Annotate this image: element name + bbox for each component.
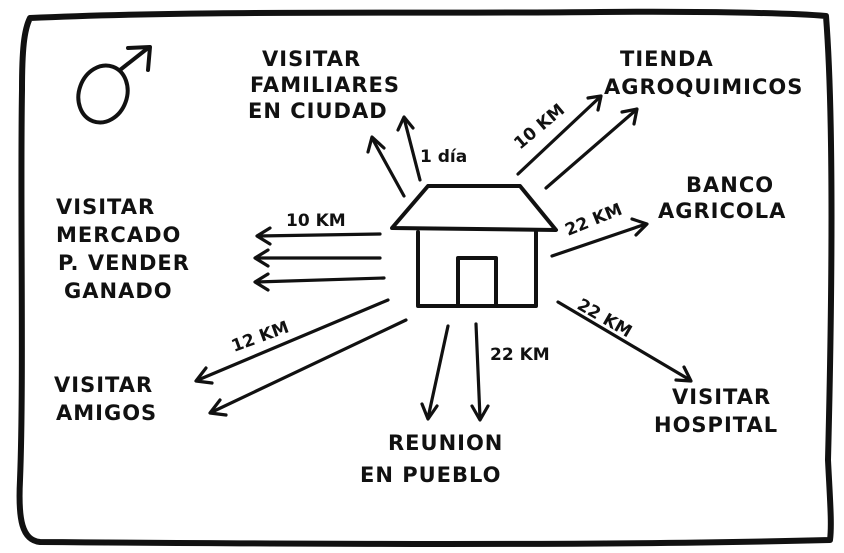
svg-text:FAMILIARES: FAMILIARES: [250, 73, 400, 97]
arrow-agroquimicos: [516, 94, 639, 190]
svg-text:GANADO: GANADO: [64, 279, 173, 303]
distance-amigos: 12 KM: [229, 317, 292, 356]
svg-text:TIENDA: TIENDA: [620, 47, 714, 71]
arrow-banco: [550, 217, 649, 258]
label-reunion: REUNION EN PUEBLO: [360, 431, 503, 487]
male-symbol-icon: [76, 45, 152, 125]
distance-familiares: 1 día: [420, 147, 467, 167]
label-hospital: VISITAR HOSPITAL: [654, 385, 778, 437]
label-amigos: VISITAR AMIGOS: [54, 373, 157, 425]
label-mercado: VISITAR MERCADO P. VENDER GANADO: [56, 195, 190, 303]
svg-text:VISITAR: VISITAR: [54, 373, 153, 397]
arrow-hospital: [556, 300, 693, 383]
svg-text:HOSPITAL: HOSPITAL: [654, 413, 778, 437]
svg-text:AGRICOLA: AGRICOLA: [658, 199, 786, 223]
arrow-reunion: [420, 322, 490, 422]
frame: [16, 8, 835, 547]
svg-text:P. VENDER: P. VENDER: [58, 251, 190, 275]
label-familiares: VISITAR FAMILIARES EN CIUDAD: [248, 47, 400, 123]
label-agroquimicos: TIENDA AGROQUIMICOS: [604, 47, 803, 99]
distance-hospital: 22 KM: [574, 295, 636, 342]
svg-text:BANCO: BANCO: [686, 173, 774, 197]
arrow-amigos: [194, 298, 408, 417]
arrow-mercado: [253, 226, 386, 292]
distance-mercado: 10 KM: [286, 211, 346, 231]
svg-text:VISITAR: VISITAR: [672, 385, 771, 409]
arrows: [194, 94, 693, 422]
svg-text:AGROQUIMICOS: AGROQUIMICOS: [604, 75, 803, 99]
svg-text:EN PUEBLO: EN PUEBLO: [360, 463, 502, 487]
distance-reunion: 22 KM: [490, 345, 550, 365]
label-banco: BANCO AGRICOLA: [658, 173, 786, 223]
svg-text:VISITAR: VISITAR: [56, 195, 155, 219]
distance-agroquimicos: 10 KM: [510, 100, 569, 154]
svg-text:VISITAR: VISITAR: [262, 47, 361, 71]
svg-text:MERCADO: MERCADO: [56, 223, 181, 247]
house-icon: [390, 184, 558, 308]
svg-text:REUNION: REUNION: [388, 431, 503, 455]
svg-text:AMIGOS: AMIGOS: [56, 401, 157, 425]
arrow-familiares: [366, 115, 422, 198]
svg-text:EN CIUDAD: EN CIUDAD: [248, 99, 388, 123]
